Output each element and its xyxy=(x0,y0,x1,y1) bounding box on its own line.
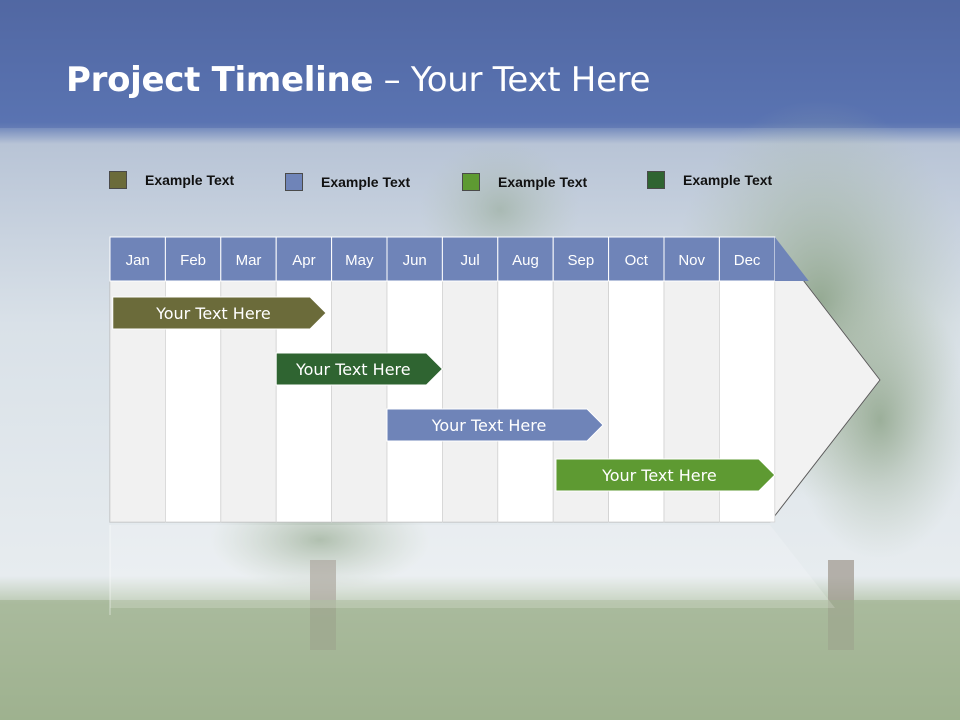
legend-label: Example Text xyxy=(498,174,588,190)
task-label: Your Text Here xyxy=(155,304,271,323)
month-header-cell xyxy=(441,236,499,282)
task-bar xyxy=(555,458,776,492)
task-label: Your Text Here xyxy=(601,466,717,485)
month-header-cell xyxy=(552,236,610,282)
month-label-dec: Dec xyxy=(734,252,761,269)
header-arrow-tip xyxy=(774,237,809,281)
task-bar xyxy=(386,408,604,442)
month-label-may: May xyxy=(345,252,374,269)
legend-swatch xyxy=(647,171,665,189)
month-header-cell xyxy=(608,236,665,282)
legend-swatch xyxy=(109,171,127,189)
month-label-mar: Mar xyxy=(236,252,262,269)
legend-item: Example Text xyxy=(647,170,772,190)
month-column xyxy=(441,280,499,523)
month-header-cell xyxy=(109,236,166,282)
timeline-reflection xyxy=(110,525,835,608)
month-label-sep: Sep xyxy=(568,252,595,269)
month-label-jul: Jul xyxy=(461,252,480,269)
legend-item: Example Text xyxy=(285,172,410,192)
task-bar xyxy=(275,352,444,386)
month-label-jun: Jun xyxy=(403,252,427,269)
legend-label: Example Text xyxy=(145,172,235,188)
month-header-cell xyxy=(220,236,277,282)
legend-label: Example Text xyxy=(321,174,411,190)
month-label-jan: Jan xyxy=(126,252,150,269)
month-label-oct: Oct xyxy=(625,252,649,269)
month-header-cell xyxy=(718,236,776,282)
month-header-cell xyxy=(275,236,333,282)
legend-swatch xyxy=(285,173,303,191)
legend-item: Example Text xyxy=(109,170,234,190)
legend-label: Example Text xyxy=(683,172,773,188)
month-label-aug: Aug xyxy=(512,252,539,269)
month-column xyxy=(386,280,443,523)
month-header-cell xyxy=(331,236,388,282)
legend-item: Example Text xyxy=(462,172,587,192)
task-label: Your Text Here xyxy=(431,416,547,435)
month-label-nov: Nov xyxy=(678,252,705,269)
month-label-apr: Apr xyxy=(292,252,315,269)
task-bar xyxy=(112,296,327,330)
month-label-feb: Feb xyxy=(180,252,206,269)
task-label: Your Text Here xyxy=(295,360,411,379)
page-title: Project Timeline – Your Text Here xyxy=(66,60,651,100)
month-column xyxy=(497,280,554,523)
legend-swatch xyxy=(462,173,480,191)
month-column xyxy=(331,280,388,523)
